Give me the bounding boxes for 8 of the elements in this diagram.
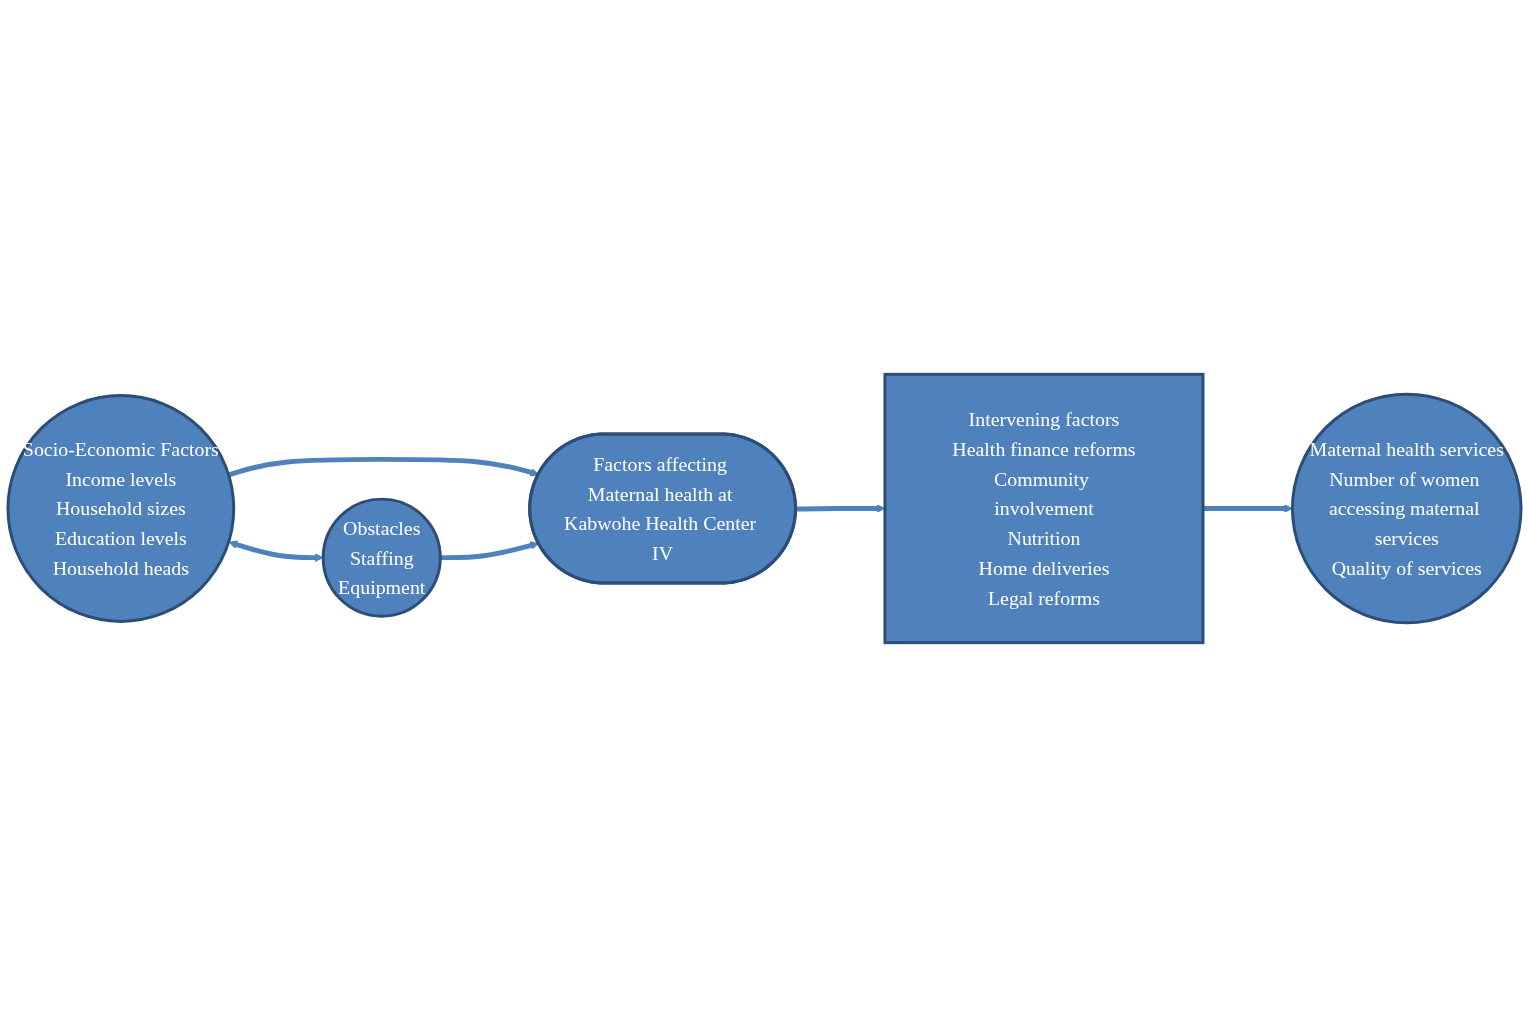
arrow (1203, 504, 1293, 513)
node-circle: Obstacles Staffing Equipment (321, 497, 442, 618)
arrow (440, 541, 539, 561)
node-circle: Maternal health services Number of women accessing maternal services Quality of services (1290, 392, 1523, 625)
arrow (228, 540, 324, 562)
arrow (227, 456, 539, 478)
node-circle: Socio-Economic Factors Income levels Household sizes Education levels Household heads (6, 394, 236, 623)
node-box: Intervening factors Health finance reforms Community involvement Nutrition Home deliveries Legal reforms (883, 372, 1205, 645)
